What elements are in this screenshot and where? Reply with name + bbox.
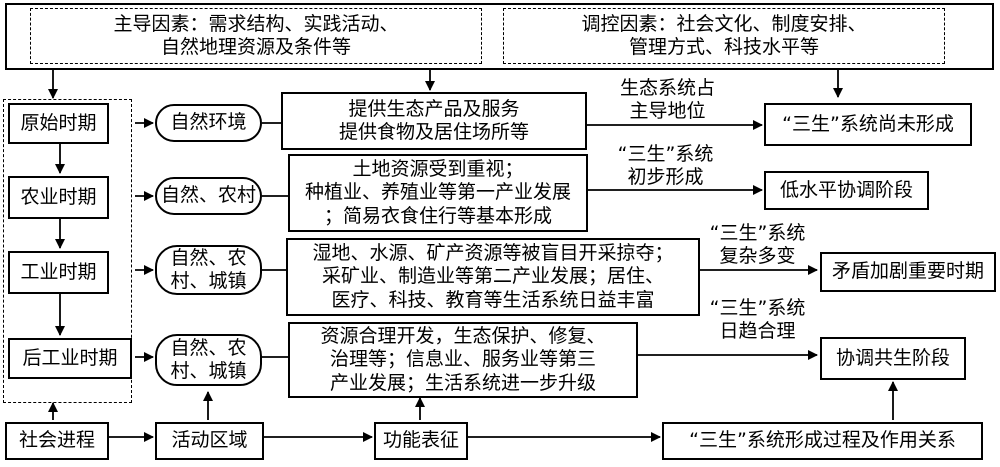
function-3-line-3: 医疗、科技、教育等生活系统日益丰富 — [331, 288, 655, 311]
arrow-label-2-line-2: 初步形成 — [627, 166, 704, 189]
arrow-label-3-line-1: “三生”系统 — [709, 222, 806, 244]
arrow-label-3-line-2: 复杂多变 — [719, 245, 796, 268]
arrow-label-2-line-1: “三生”系统 — [617, 143, 714, 165]
arrow-label-1-line-2: 主导地位 — [629, 100, 706, 123]
function-1-line-2: 提供食物及居住场所等 — [338, 121, 529, 143]
region-4-line-2: 村、城镇 — [170, 360, 247, 382]
bottom-social-process: 社会进程 — [5, 422, 109, 460]
arrow-label-2: “三生”系统 初步形成 — [598, 143, 733, 189]
periods-group — [3, 99, 132, 403]
function-3-line-2: 采矿业、制造业等第二产业发展；居住、 — [321, 265, 664, 288]
stage-low-coordination: 低水平协调阶段 — [764, 171, 929, 210]
region-1: 自然环境 — [155, 104, 262, 142]
function-3: 湿地、水源、矿产资源等被盲目开采掠夺； 采矿业、制造业等第二产业发展；居住、 医… — [286, 238, 700, 316]
bottom-three-life-relations: “三生”系统形成过程及作用关系 — [662, 422, 983, 460]
function-4-line-3: 产业发展；生活系统进一步升级 — [329, 371, 596, 394]
leading-factors-box: 主导因素：需求结构、实践活动、 自然地理资源及条件等 — [30, 8, 482, 64]
arrow-label-4: “三生”系统 日趋合理 — [690, 297, 825, 343]
period-agricultural: 农业时期 — [8, 176, 109, 219]
region-3-line-2: 村、城镇 — [170, 270, 247, 292]
period-primitive: 原始时期 — [8, 103, 109, 144]
arrow-label-4-line-1: “三生”系统 — [709, 297, 806, 319]
period-postindustrial: 后工业时期 — [8, 338, 132, 379]
function-2-line-2: 种植业、养殖业等第一产业发展 — [304, 181, 571, 204]
stage-coexistence: 协调共生阶段 — [820, 337, 966, 380]
function-1-line-1: 提供生态产品及服务 — [348, 97, 520, 120]
function-4-line-1: 资源合理开发，生态保护、修复、 — [320, 325, 606, 348]
bottom-function-representation: 功能表征 — [374, 422, 468, 460]
function-1: 提供生态产品及服务 提供食物及居住场所等 — [281, 92, 587, 150]
function-2-line-3: ；简易衣食住行等基本形成 — [323, 204, 552, 227]
function-4-line-2: 治理等；信息业、服务业等第三 — [329, 348, 596, 371]
function-2: 土地资源受到重视； 种植业、养殖业等第一产业发展 ；简易衣食住行等基本形成 — [288, 154, 588, 232]
arrow-label-1: 生态系统占 主导地位 — [600, 77, 735, 123]
region-3: 自然、农 村、城镇 — [155, 245, 262, 295]
regulating-factors-line-2: 管理方式、科技水平等 — [628, 36, 819, 58]
function-3-line-1: 湿地、水源、矿产资源等被盲目开采掠夺； — [312, 242, 674, 265]
arrow-label-3: “三生”系统 复杂多变 — [690, 222, 825, 268]
stage-not-formed: “三生”系统尚未形成 — [764, 103, 972, 146]
region-4-line-1: 自然、农 — [170, 336, 247, 359]
region-1-line-1: 自然环境 — [170, 111, 247, 134]
arrow-label-4-line-2: 日趋合理 — [719, 320, 796, 343]
leading-factors-line-1: 主导因素：需求结构、实践活动、 — [113, 12, 399, 35]
region-2: 自然、农村 — [155, 177, 262, 215]
region-3-line-1: 自然、农 — [170, 246, 247, 269]
region-2-line-1: 自然、农村 — [160, 184, 256, 207]
leading-factors-line-2: 自然地理资源及条件等 — [160, 36, 351, 58]
stage-intensified-conflict: 矛盾加剧重要时期 — [820, 252, 996, 292]
regulating-factors-box: 调控因素：社会文化、制度安排、 管理方式、科技水平等 — [503, 8, 945, 64]
arrow-label-1-line-1: 生态系统占 — [619, 77, 715, 99]
top-factors-frame — [5, 3, 994, 70]
bottom-activity-area: 活动区域 — [155, 422, 264, 460]
region-4: 自然、农 村、城镇 — [155, 334, 262, 386]
period-industrial: 工业时期 — [8, 251, 109, 294]
function-4: 资源合理开发，生态保护、修复、 治理等；信息业、服务业等第三 产业发展；生活系统… — [288, 322, 638, 398]
regulating-factors-line-1: 调控因素：社会文化、制度安排、 — [581, 12, 867, 35]
function-2-line-1: 土地资源受到重视； — [352, 158, 524, 181]
